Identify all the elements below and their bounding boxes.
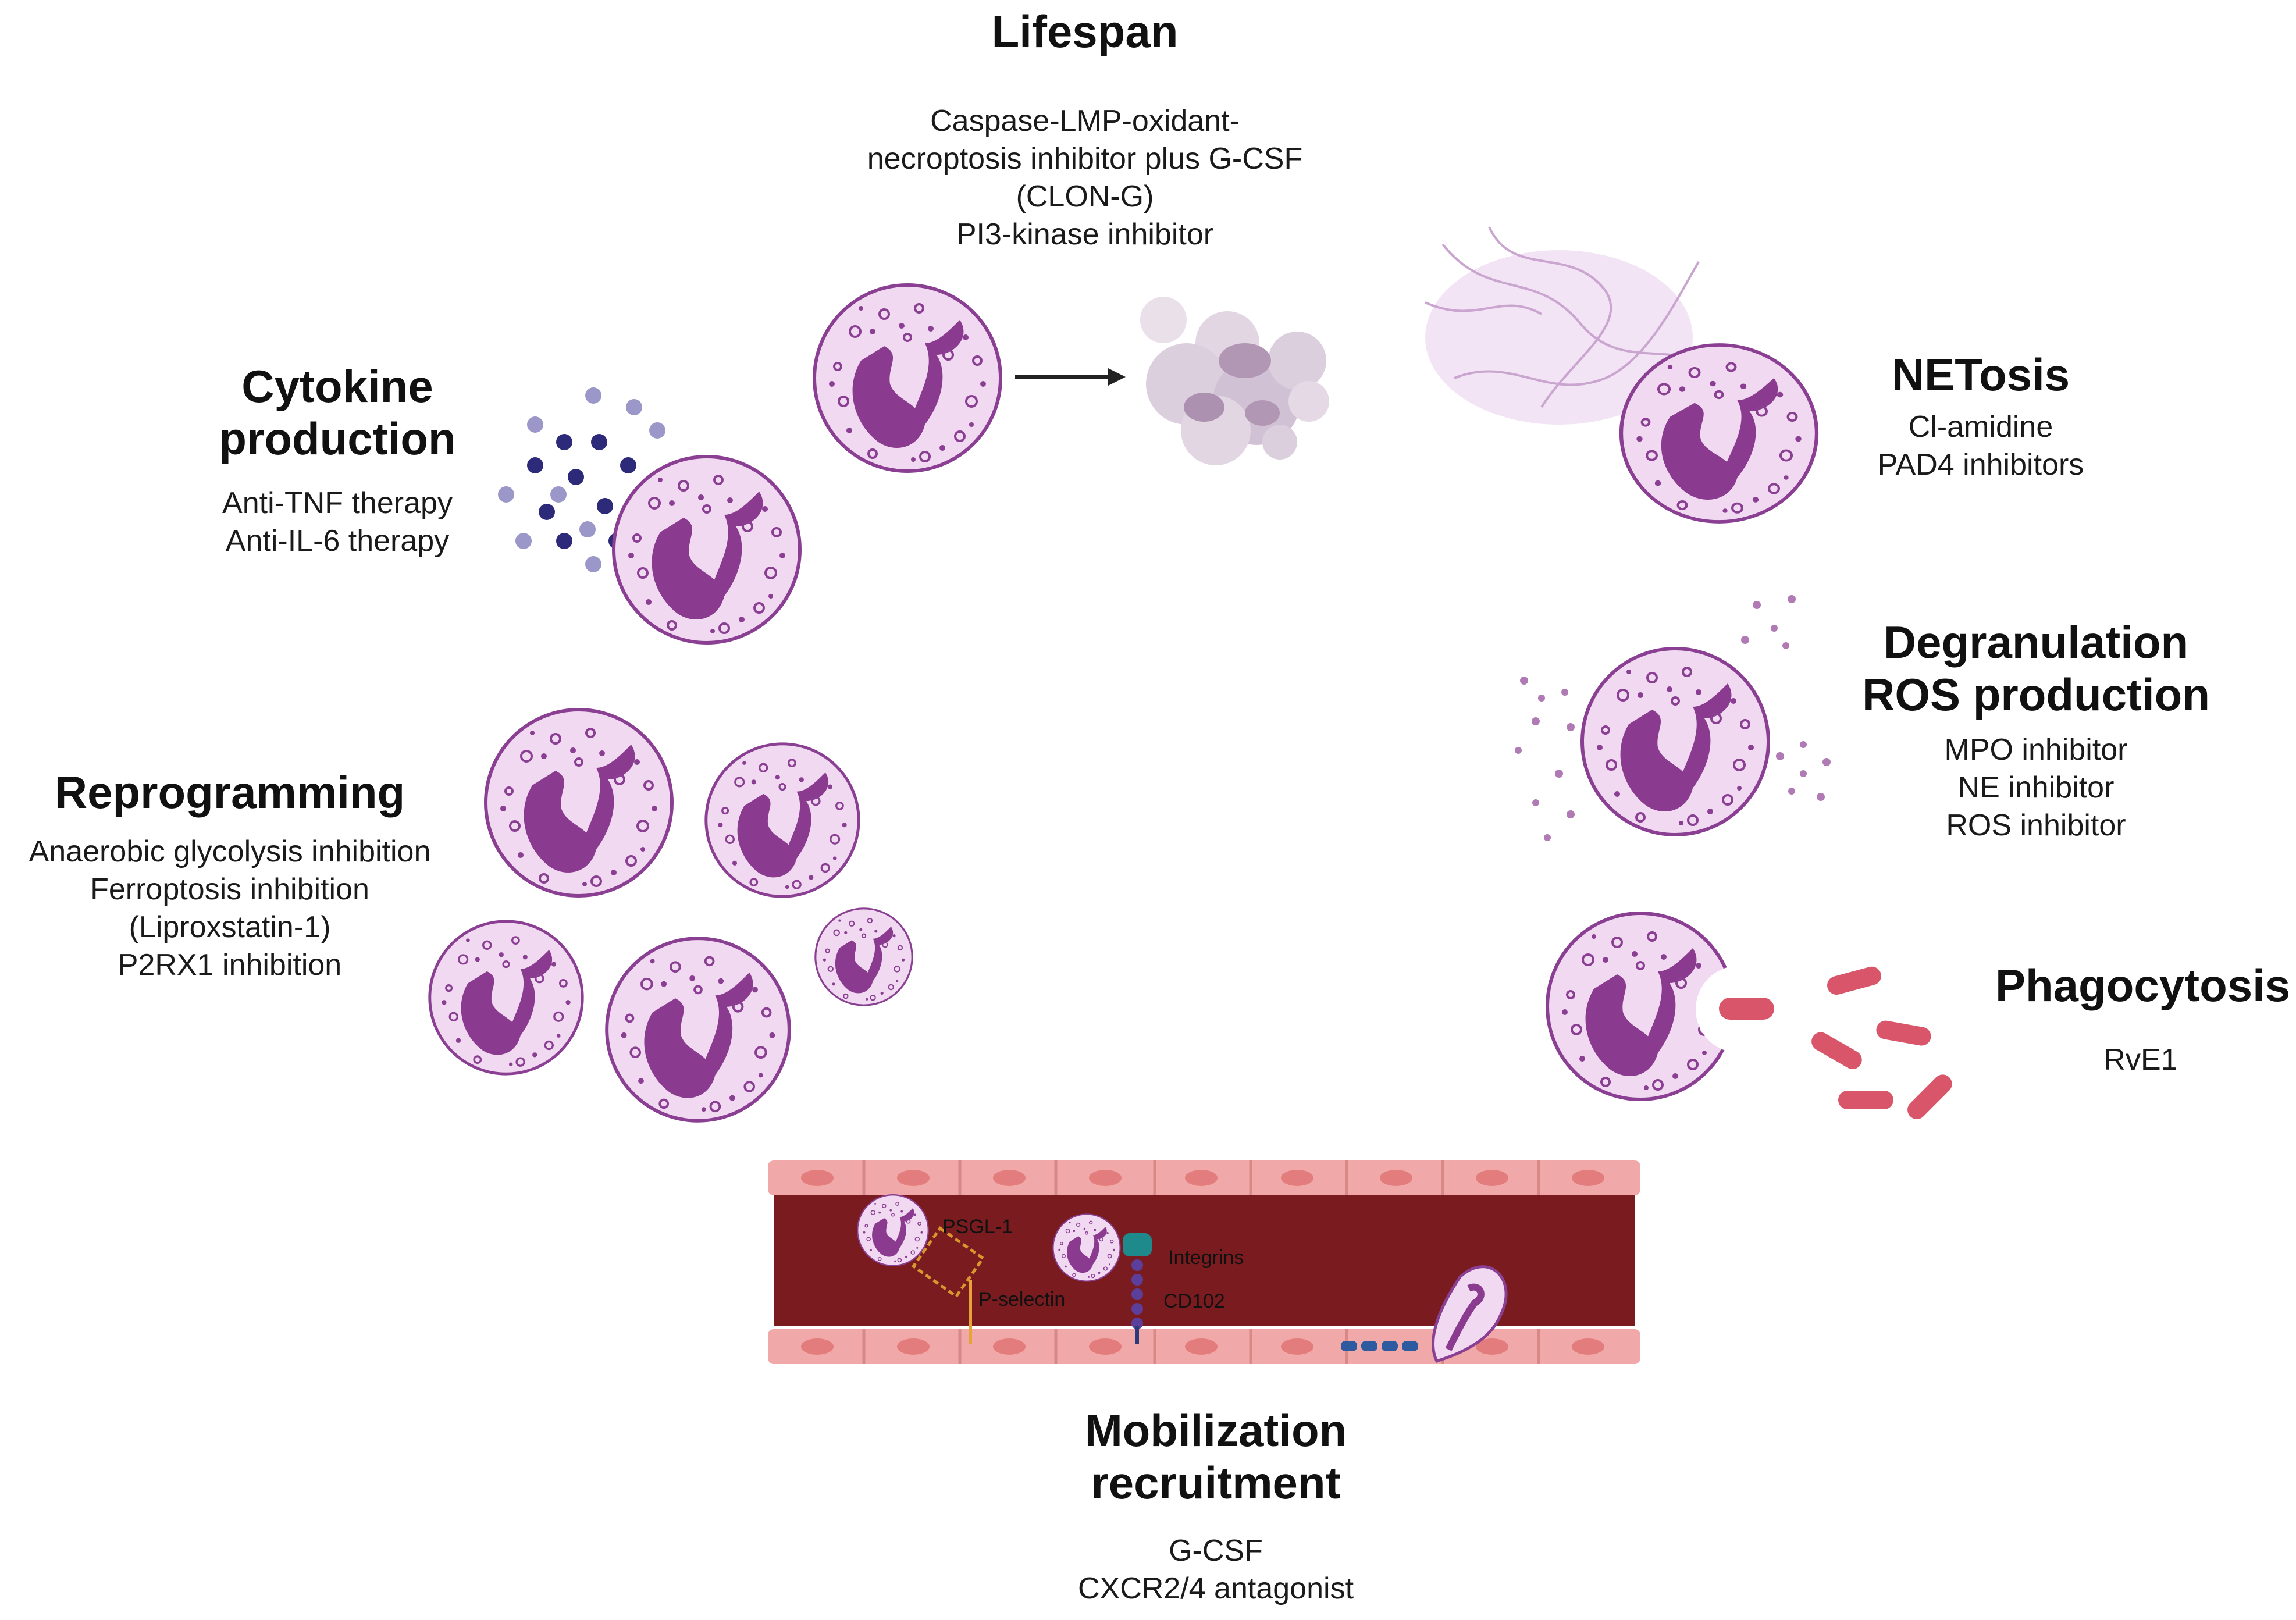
blood-vessel — [768, 1160, 1640, 1364]
degranulation-item: MPO inhibitor — [1944, 733, 2128, 767]
cytokine-item: Anti-IL-6 therapy — [225, 524, 450, 558]
apoptotic-cell-icon — [1140, 297, 1329, 465]
reprogramming-title: Reprogramming — [54, 767, 405, 818]
reprogramming-item: Ferroptosis inhibition — [90, 872, 369, 906]
reprogramming-item: Anaerobic glycolysis inhibition — [29, 834, 431, 868]
reprogramming-item: P2RX1 inhibition — [118, 948, 342, 982]
netosis-item: Cl-amidine — [1908, 410, 2053, 444]
netosis-neutrophil — [1621, 345, 1817, 522]
pselectin-label: P-selectin — [978, 1288, 1066, 1311]
lifespan-block: Lifespan Caspase-LMP-oxidant- necroptosi… — [774, 6, 1396, 254]
cytokine-neutrophil — [614, 457, 800, 643]
cytokine-title: Cytokine production — [192, 361, 483, 465]
netosis-item: PAD4 inhibitors — [1877, 447, 2084, 482]
mobilization-item: CXCR2/4 antagonist — [1077, 1572, 1354, 1606]
psgl1-label: PSGL-1 — [942, 1216, 1013, 1238]
granule-release-icon — [1515, 595, 1831, 841]
lifespan-item: necroptosis inhibitor plus G-CSF — [867, 141, 1303, 176]
degranulation-item: ROS inhibitor — [1946, 809, 2126, 843]
degranulation-block: Degranulation ROS production MPO inhibit… — [1850, 617, 2222, 845]
cytokine-title-line2: production — [219, 412, 456, 464]
cytokine-item: Anti-TNF therapy — [222, 486, 453, 521]
lifespan-item: PI3-kinase inhibitor — [956, 217, 1214, 251]
integrins-label: Integrins — [1168, 1247, 1244, 1269]
cytokine-title-line1: Cytokine — [241, 361, 433, 412]
lifespan-item: Caspase-LMP-oxidant- — [930, 104, 1240, 138]
bacteria-icon — [1719, 966, 1952, 1119]
mobilization-title-line2: recruitment — [1091, 1457, 1341, 1508]
cd102-label: CD102 — [1163, 1290, 1225, 1312]
mobilization-title: Mobilization recruitment — [1035, 1405, 1396, 1509]
phagocytosis-item: RvE1 — [2103, 1042, 2178, 1077]
degranulation-neutrophil — [1582, 649, 1768, 835]
lifespan-arrow — [1015, 368, 1126, 386]
phagocytosis-title: Phagocytosis — [1995, 960, 2291, 1011]
reprogramming-item: (Liproxstatin-1) — [129, 910, 331, 944]
reprogramming-cells — [430, 710, 913, 1121]
degranulation-title-line2: ROS production — [1862, 668, 2210, 720]
mobilization-item: G-CSF — [1169, 1534, 1263, 1568]
degranulation-title: Degranulation ROS production — [1850, 617, 2222, 721]
netosis-block: NETosis Cl-amidine PAD4 inhibitors — [1838, 349, 2123, 484]
degranulation-title-line1: Degranulation — [1883, 617, 2189, 668]
lifespan-neutrophil — [814, 285, 1001, 471]
netosis-title: NETosis — [1891, 349, 2070, 400]
cytokine-block: Cytokine production Anti-TNF therapy Ant… — [192, 361, 483, 560]
degranulation-item: NE inhibitor — [1957, 771, 2115, 805]
mobilization-block: Mobilization recruitment G-CSF CXCR2/4 a… — [1035, 1405, 1396, 1608]
phagocytosis-block: Phagocytosis RvE1 — [1995, 960, 2291, 1079]
reprogramming-block: Reprogramming Anaerobic glycolysis inhib… — [0, 767, 460, 984]
mobilization-title-line1: Mobilization — [1084, 1405, 1347, 1456]
lifespan-item: (CLON-G) — [1016, 179, 1154, 213]
lifespan-title: Lifespan — [991, 6, 1179, 57]
